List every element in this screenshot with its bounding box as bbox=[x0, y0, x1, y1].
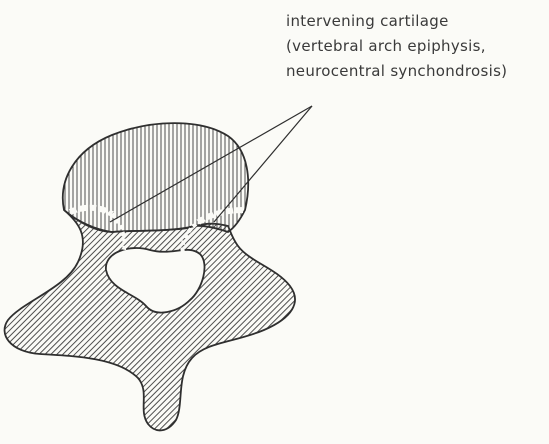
annotation-line-3: neurocentral synchondrosis) bbox=[286, 59, 507, 84]
annotation-line-1: intervening cartilage bbox=[286, 9, 507, 34]
annotation-line-2: (vertebral arch epiphysis, bbox=[286, 34, 507, 59]
cartilage-annotation: intervening cartilage (vertebral arch ep… bbox=[286, 9, 507, 84]
vertebral-arch bbox=[5, 210, 295, 430]
